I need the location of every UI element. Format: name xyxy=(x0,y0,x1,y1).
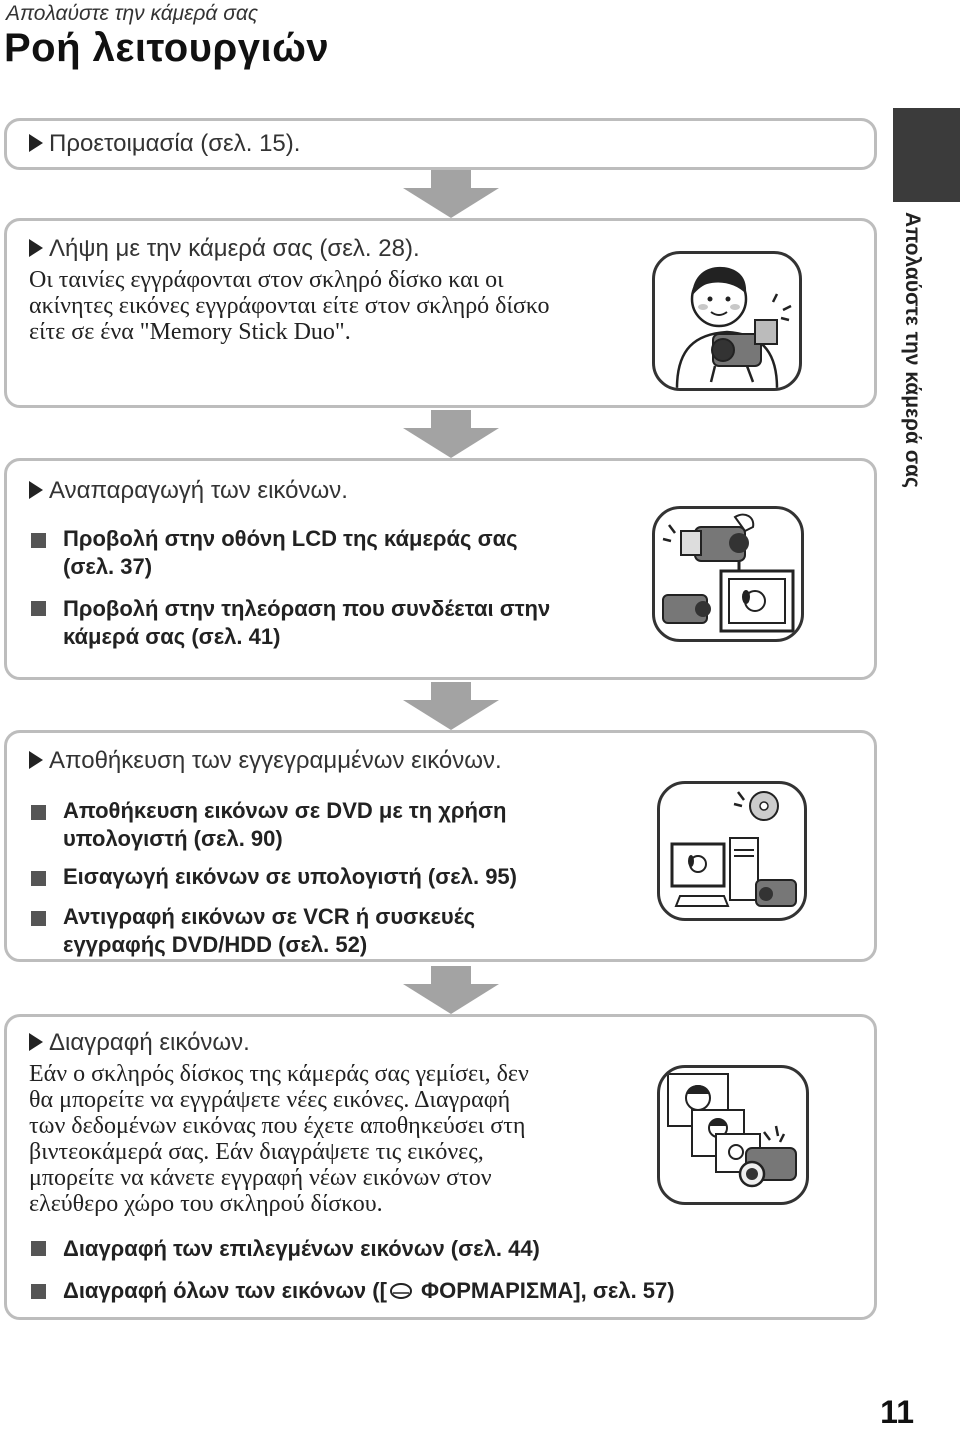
page-number: 11 xyxy=(880,1394,914,1430)
step-preparation-box: Προετοιμασία (σελ. 15). xyxy=(4,118,877,170)
step-heading: Αναπαραγωγή των εικόνων. xyxy=(29,477,348,505)
step-save-box: Αποθήκευση των εγγεγραμμένων εικόνων. Απ… xyxy=(4,730,877,962)
person-recording-illustration xyxy=(652,251,802,391)
description-line: μπορείτε να κάνετε εγγραφή νέων εικόνων … xyxy=(29,1165,492,1191)
description-line: των δεδομένων εικόνας που έχετε αποθηκεύ… xyxy=(29,1113,526,1139)
delete-images-illustration xyxy=(657,1065,809,1205)
description-line: ακίνητες εικόνες εγγράφονται είτε στον σ… xyxy=(29,293,550,319)
delete-option-format: Διαγραφή όλων των εικόνων ([ ΦΟΡΜΑΡΙΣΜΑ]… xyxy=(63,1278,675,1303)
delete-option-selected: Διαγραφή των επιλεγμένων εικόνων (σελ. 4… xyxy=(63,1236,540,1261)
step-heading: Διαγραφή εικόνων. xyxy=(29,1029,250,1057)
step-playback-box: Αναπαραγωγή των εικόνων. Προβολή στην οθ… xyxy=(4,458,877,680)
step-heading-text: Διαγραφή εικόνων. xyxy=(49,1029,250,1056)
description-line: είτε σε ένα "Memory Stick Duo". xyxy=(29,319,351,345)
description-line: βιντεοκάμερά σας. Εάν διαγράψετε τις εικ… xyxy=(29,1139,484,1165)
square-bullet-icon xyxy=(31,1284,46,1299)
step-heading: Προετοιμασία (σελ. 15). xyxy=(29,130,300,158)
section-subtitle: Απολαύστε την κάμερά σας xyxy=(6,2,259,25)
square-bullet-icon xyxy=(31,911,46,926)
playback-option-lcd: Προβολή στην οθόνη LCD της κάμεράς σας(σ… xyxy=(63,526,518,579)
step-heading: Λήψη με την κάμερά σας (σελ. 28). xyxy=(29,235,420,263)
description-line: Εάν ο σκληρός δίσκος της κάμεράς σας γεμ… xyxy=(29,1061,529,1087)
step-delete-box: Διαγραφή εικόνων. Εάν ο σκληρός δίσκος τ… xyxy=(4,1014,877,1320)
step-heading-text: Προετοιμασία (σελ. 15). xyxy=(49,130,301,157)
side-tab: Απολαύστε την κάμερά σας xyxy=(880,212,944,542)
description-line: Οι ταινίες εγγράφονται στον σκληρό δίσκο… xyxy=(29,267,504,293)
step-heading-text: Αναπαραγωγή των εικόνων. xyxy=(49,477,348,504)
side-tab-block xyxy=(893,108,960,202)
step-heading-text: Αποθήκευση των εγγεγραμμένων εικόνων. xyxy=(49,747,502,774)
square-bullet-icon xyxy=(31,1241,46,1256)
square-bullet-icon xyxy=(31,601,46,616)
step-heading-text: Λήψη με την κάμερά σας (σελ. 28). xyxy=(49,235,420,262)
square-bullet-icon xyxy=(31,871,46,886)
camera-tv-illustration xyxy=(652,506,804,642)
description-line: θα μπορείτε να εγγράψετε νέες εικόνες. Δ… xyxy=(29,1087,511,1113)
step-description: Εάν ο σκληρός δίσκος της κάμεράς σας γεμ… xyxy=(29,1061,529,1217)
triangle-bullet-icon xyxy=(29,239,43,257)
step-description: Οι ταινίες εγγράφονται στον σκληρό δίσκο… xyxy=(29,267,549,345)
triangle-bullet-icon xyxy=(29,751,43,769)
step-shooting-box: Λήψη με την κάμερά σας (σελ. 28). Οι ται… xyxy=(4,218,877,408)
hdd-icon xyxy=(389,1283,412,1299)
playback-option-tv: Προβολή στην τηλεόραση που συνδέεται στη… xyxy=(63,596,551,649)
save-option-import: Εισαγωγή εικόνων σε υπολογιστή (σελ. 95) xyxy=(63,864,517,889)
step-heading: Αποθήκευση των εγγεγραμμένων εικόνων. xyxy=(29,747,502,775)
square-bullet-icon xyxy=(31,533,46,548)
triangle-bullet-icon xyxy=(29,1033,43,1051)
page-title: Ροή λειτουργιών xyxy=(4,26,330,70)
flow-arrow-icon xyxy=(403,966,499,1014)
flow-arrow-icon xyxy=(403,170,499,218)
side-tab-label: Απολαύστε την κάμερά σας xyxy=(901,212,924,488)
computer-dvd-illustration xyxy=(657,781,807,921)
triangle-bullet-icon xyxy=(29,481,43,499)
triangle-bullet-icon xyxy=(29,134,43,152)
flow-arrow-icon xyxy=(403,410,499,458)
description-line: ελεύθερο χώρο του σκληρού δίσκου. xyxy=(29,1191,383,1217)
flow-arrow-icon xyxy=(403,682,499,730)
square-bullet-icon xyxy=(31,805,46,820)
